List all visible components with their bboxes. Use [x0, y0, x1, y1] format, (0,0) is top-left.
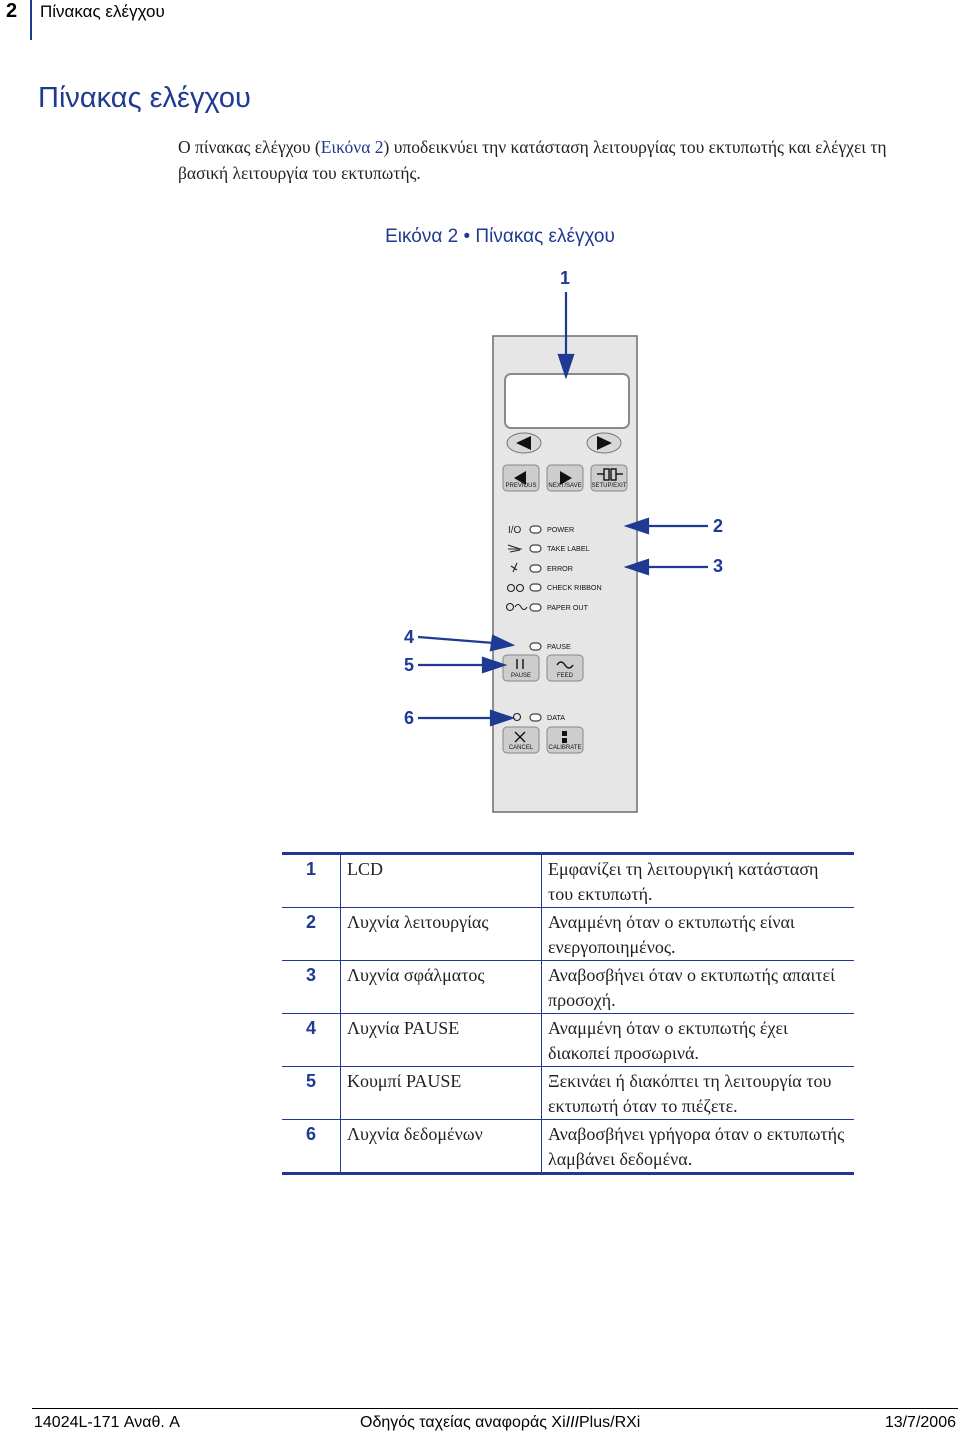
legend-description: Αναβοσβήνει όταν ο εκτυπωτής απαιτεί προ… [548, 965, 835, 1010]
page-title: Πίνακας ελέγχου [38, 82, 251, 114]
ribbon-icon [506, 583, 516, 593]
intro-text-before: Ο πίνακας ελέγχου ( [178, 137, 321, 157]
indicator-label: TAKE LABEL [547, 544, 590, 553]
indicator-label: CHECK RIBBON [547, 583, 602, 592]
callout-2: 2 [713, 516, 724, 536]
control-panel-figure: I/O POWER TAKE LABEL ERROR CHECK RIBBON … [417, 292, 708, 813]
legend-description: Εμφανίζει τη λειτουργική κατάσταση του ε… [548, 859, 819, 904]
button-label: PREVIOUS [505, 483, 536, 489]
callout-4: 4 [404, 627, 415, 647]
table-row: 6 Λυχνία δεδομένων Αναβοσβήνει γρήγορα ό… [282, 1119, 854, 1174]
paper-out-icon [505, 602, 515, 612]
button-label: CANCEL [509, 745, 534, 751]
intro-paragraph: Ο πίνακας ελέγχου (Εικόνα 2) υποδεικνύει… [178, 134, 938, 186]
indicator-label: ERROR [547, 564, 573, 573]
footer-doc-number: 14024L-171 Αναθ. A [34, 1414, 180, 1431]
button-label: PAUSE [511, 673, 531, 679]
indicator-leds [529, 525, 542, 722]
legend-description: Ξεκινάει ή διακόπτει τη λειτουργία του ε… [548, 1071, 832, 1116]
callout-3: 3 [713, 556, 724, 576]
button-label: FEED [557, 673, 574, 679]
legend-number: 3 [282, 960, 341, 1014]
right-arrow-icon [597, 436, 612, 450]
pause-icon [516, 659, 524, 669]
indicator-label: POWER [547, 525, 574, 534]
table-row: 1 LCD Εμφανίζει τη λειτουργική κατάσταση… [282, 853, 854, 908]
callout-arrowhead-3 [623, 558, 650, 576]
button-label: CALIBRATE [549, 745, 582, 751]
callout-5: 5 [404, 655, 415, 675]
legend-part: Κουμπί PAUSE [340, 1066, 542, 1120]
error-icon [510, 562, 518, 573]
legend-description: Αναβοσβήνει γρήγορα όταν ο εκτυπωτής λαμ… [548, 1124, 845, 1169]
calibrate-icon [562, 731, 567, 743]
table-row: 3 Λυχνία σφάλματος Αναβοσβήνει όταν ο εκ… [282, 960, 854, 1014]
footer-title-suffix: Plus/RXi [579, 1414, 641, 1431]
feed-icon [556, 661, 574, 669]
table-row: 5 Κουμπί PAUSE Ξεκινάει ή διακόπτει τη λ… [282, 1066, 854, 1120]
figure-caption: Εικόνα 2 • Πίνακας ελέγχου [385, 226, 615, 247]
callout-arrowhead-6 [489, 709, 516, 727]
callout-1: 1 [560, 268, 571, 288]
legend-number: 6 [282, 1119, 341, 1174]
take-label-icon [507, 544, 522, 553]
feed-button [546, 654, 584, 682]
callout-arrow-4 [417, 635, 495, 645]
indicator-symbol-icons [505, 544, 528, 722]
legend-table: 1 LCD Εμφανίζει τη λειτουργική κατάσταση… [282, 852, 854, 1175]
callout-arrowhead-1 [557, 353, 575, 380]
legend-part: Λυχνία δεδομένων [340, 1119, 542, 1174]
cancel-icon [514, 731, 526, 743]
footer-doc-title: Οδηγός ταχείας αναφοράς XiIIIPlus/RXi [360, 1414, 640, 1432]
panel-body [492, 335, 638, 813]
data-icon [512, 712, 522, 722]
footer-title-prefix: Οδηγός ταχείας αναφοράς Xi [360, 1414, 566, 1431]
callout-arrowhead-2 [623, 517, 650, 535]
button-label: NEXT/SAVE [548, 483, 581, 489]
legend-number: 1 [282, 853, 341, 908]
footer-date: 13/7/2006 [884, 1414, 956, 1431]
previous-icon [514, 471, 526, 485]
footer-divider [32, 1408, 958, 1409]
page-number: 2 [6, 0, 18, 22]
power-symbol-icon: I/O [508, 525, 522, 536]
lcd-display [504, 373, 630, 429]
legend-number: 5 [282, 1066, 341, 1120]
next-icon [560, 471, 572, 485]
data-indicator-label: DATA [547, 713, 565, 722]
pause-button [502, 654, 540, 682]
callout-arrowhead-4 [489, 634, 516, 652]
footer-title-italic: III [565, 1414, 579, 1431]
figure-xref-link[interactable]: Εικόνα 2 [320, 137, 384, 157]
legend-part: LCD [340, 853, 542, 908]
legend-description: Αναμμένη όταν ο εκτυπωτής είναι ενεργοπο… [548, 912, 795, 957]
table-row: 4 Λυχνία PAUSE Αναμμένη όταν ο εκτυπωτής… [282, 1013, 854, 1067]
intro-text-after: ) υποδεικνύει την κατάσταση λειτουργίας … [178, 137, 887, 183]
legend-part: Λυχνία λειτουργίας [340, 907, 542, 961]
running-header: Πίνακας ελέγχου [40, 2, 165, 21]
indicator-label: PAPER OUT [547, 603, 589, 612]
button-label: SETUP/EXIT [591, 483, 626, 489]
callout-arrowhead-5 [481, 656, 508, 674]
pause-indicator-label: PAUSE [547, 642, 571, 651]
legend-description: Αναμμένη όταν ο εκτυπωτής έχει διακοπεί … [548, 1018, 788, 1063]
legend-number: 4 [282, 1013, 341, 1067]
table-row: 2 Λυχνία λειτουργίας Αναμμένη όταν ο εκτ… [282, 907, 854, 961]
left-arrow-icon [516, 436, 531, 450]
callout-6: 6 [404, 708, 415, 728]
header-divider [30, 0, 32, 40]
legend-part: Λυχνία σφάλματος [340, 960, 542, 1014]
legend-number: 2 [282, 907, 341, 961]
cancel-button [502, 726, 540, 754]
legend-part: Λυχνία PAUSE [340, 1013, 542, 1067]
setup-exit-icon [597, 468, 623, 481]
